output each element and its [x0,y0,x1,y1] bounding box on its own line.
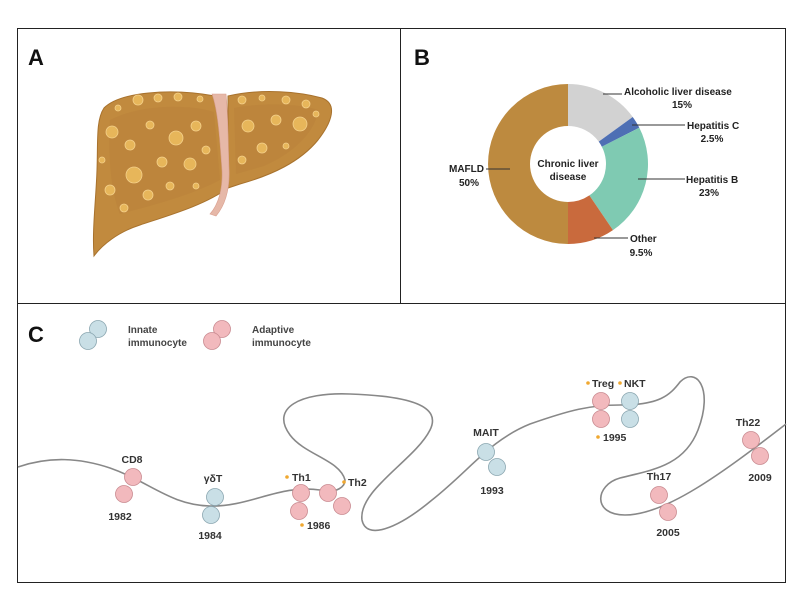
donut-slice-alcoholic-liver-disease [568,84,633,142]
liver-illustration [92,91,332,258]
donut-center-label-line2: disease [550,172,587,183]
slice-pct-other: 9.5% [630,248,653,259]
legend-adaptive-icon [203,320,231,350]
legend-innate-line1: Innate [128,325,158,336]
th1-label: Th1 [292,472,311,484]
cd8-cell [115,468,142,503]
panel-a: A [28,45,332,258]
th2-label: Th2 [348,477,367,489]
year-1986: 1986 [307,520,331,532]
donut-chart [488,84,648,244]
slice-label-hepatitis-c: Hepatitis C [687,121,739,132]
fat-droplets [98,92,320,213]
treg-cell [592,392,610,428]
gdt-cell [202,488,224,524]
gdt-year: 1984 [198,530,222,542]
slice-label-mafld: MAFLD [449,164,484,175]
donut-center-label-line1: Chronic liver [537,159,598,170]
slice-pct-hepatitis-c: 2.5% [701,134,724,145]
panel-b-letter: B [414,45,430,70]
slice-label-alcoholic: Alcoholic liver disease [624,87,732,98]
cd8-label: CD8 [121,454,142,466]
year-1995: 1995 [603,432,627,444]
slice-label-other: Other [630,234,657,245]
donut-slice-hepatitis-c [598,116,640,147]
cd8-year: 1982 [108,511,132,523]
th17-label: Th17 [647,471,672,483]
nkt-cell [621,392,639,428]
panel-c: C Innate immunocyte Adaptive immunocyte … [17,320,787,542]
donut-slice-other [568,195,613,244]
th17-year: 2005 [656,527,680,539]
nkt-marker-dot [618,381,622,385]
mait-cell [477,443,506,476]
leader-lines [486,93,685,239]
panel-a-letter: A [28,45,44,70]
panel-c-letter: C [28,322,44,347]
th17-cell [650,486,677,521]
legend-adaptive-line2: immunocyte [252,338,311,349]
slice-pct-hepatitis-b: 23% [699,188,719,199]
timeline-curve [17,376,787,532]
legend-innate-line2: immunocyte [128,338,187,349]
th22-cell [742,431,769,465]
gdt-label: γδT [204,473,223,485]
figure-frame [17,28,786,583]
legend-innate-icon [79,320,107,350]
falciform-ligament [209,93,230,217]
slice-pct-mafld: 50% [459,178,479,189]
slice-pct-alcoholic: 15% [672,100,692,111]
treg-label: Treg [592,378,614,390]
year-1995-marker-dot [596,435,600,439]
donut-slice-mafld [488,84,568,244]
th22-year: 2009 [748,472,772,484]
year-1986-marker-dot [300,523,304,527]
mait-year: 1993 [480,485,504,497]
th22-label: Th22 [736,417,761,429]
th1-marker-dot [285,475,289,479]
mait-label: MAIT [473,427,499,439]
slice-label-hepatitis-b: Hepatitis B [686,175,738,186]
panel-b: B Chronic liver disease Alcoholic liver … [414,45,739,259]
legend-adaptive-line1: Adaptive [252,325,295,336]
donut-slice-hepatitis-b [589,127,648,231]
nkt-label: NKT [624,378,646,390]
th2-marker-dot [342,480,346,484]
th2-cell [319,484,351,515]
treg-marker-dot [586,381,590,385]
legend: Innate immunocyte Adaptive immunocyte [79,320,311,350]
th1-cell [290,484,310,520]
